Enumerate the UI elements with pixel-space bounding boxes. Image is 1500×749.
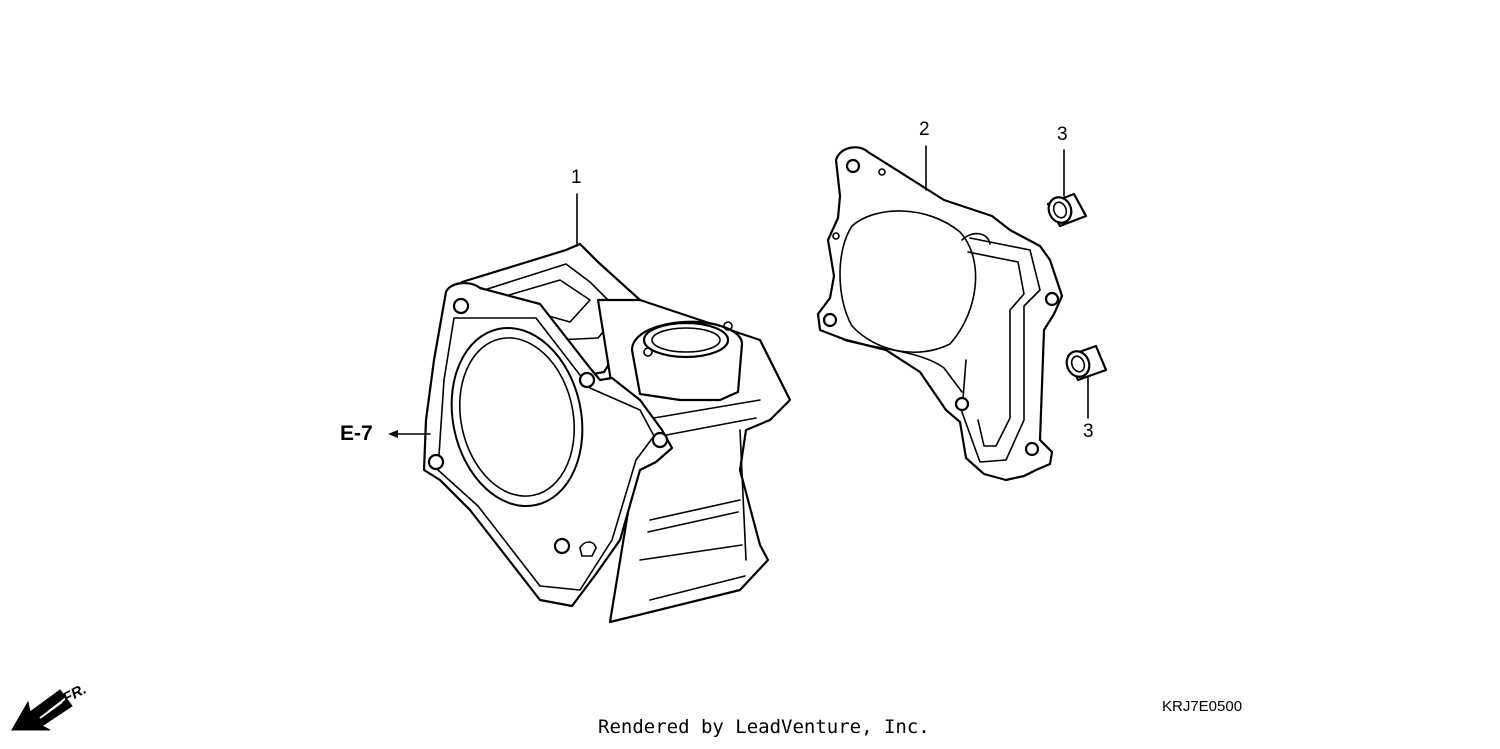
- callout-part-3-top: 3: [1057, 124, 1068, 145]
- leader-lines: [388, 145, 1089, 438]
- diagram-code: KRJ7E0500: [1162, 698, 1243, 715]
- reference-e7[interactable]: E-7: [340, 422, 373, 445]
- callout-part-3-bottom: 3: [1083, 421, 1094, 442]
- callout-part-2: 2: [919, 119, 930, 140]
- callout-part-1: 1: [571, 167, 582, 188]
- credit-text: Rendered by LeadVenture, Inc.: [598, 716, 930, 738]
- cylinder-part-1[interactable]: [422, 242, 792, 624]
- dowel-pin-part-3-top[interactable]: [1045, 192, 1088, 228]
- gasket-part-2[interactable]: [816, 146, 1064, 482]
- dowel-pin-part-3-bottom[interactable]: [1063, 344, 1108, 382]
- front-direction-arrow: [11, 689, 73, 731]
